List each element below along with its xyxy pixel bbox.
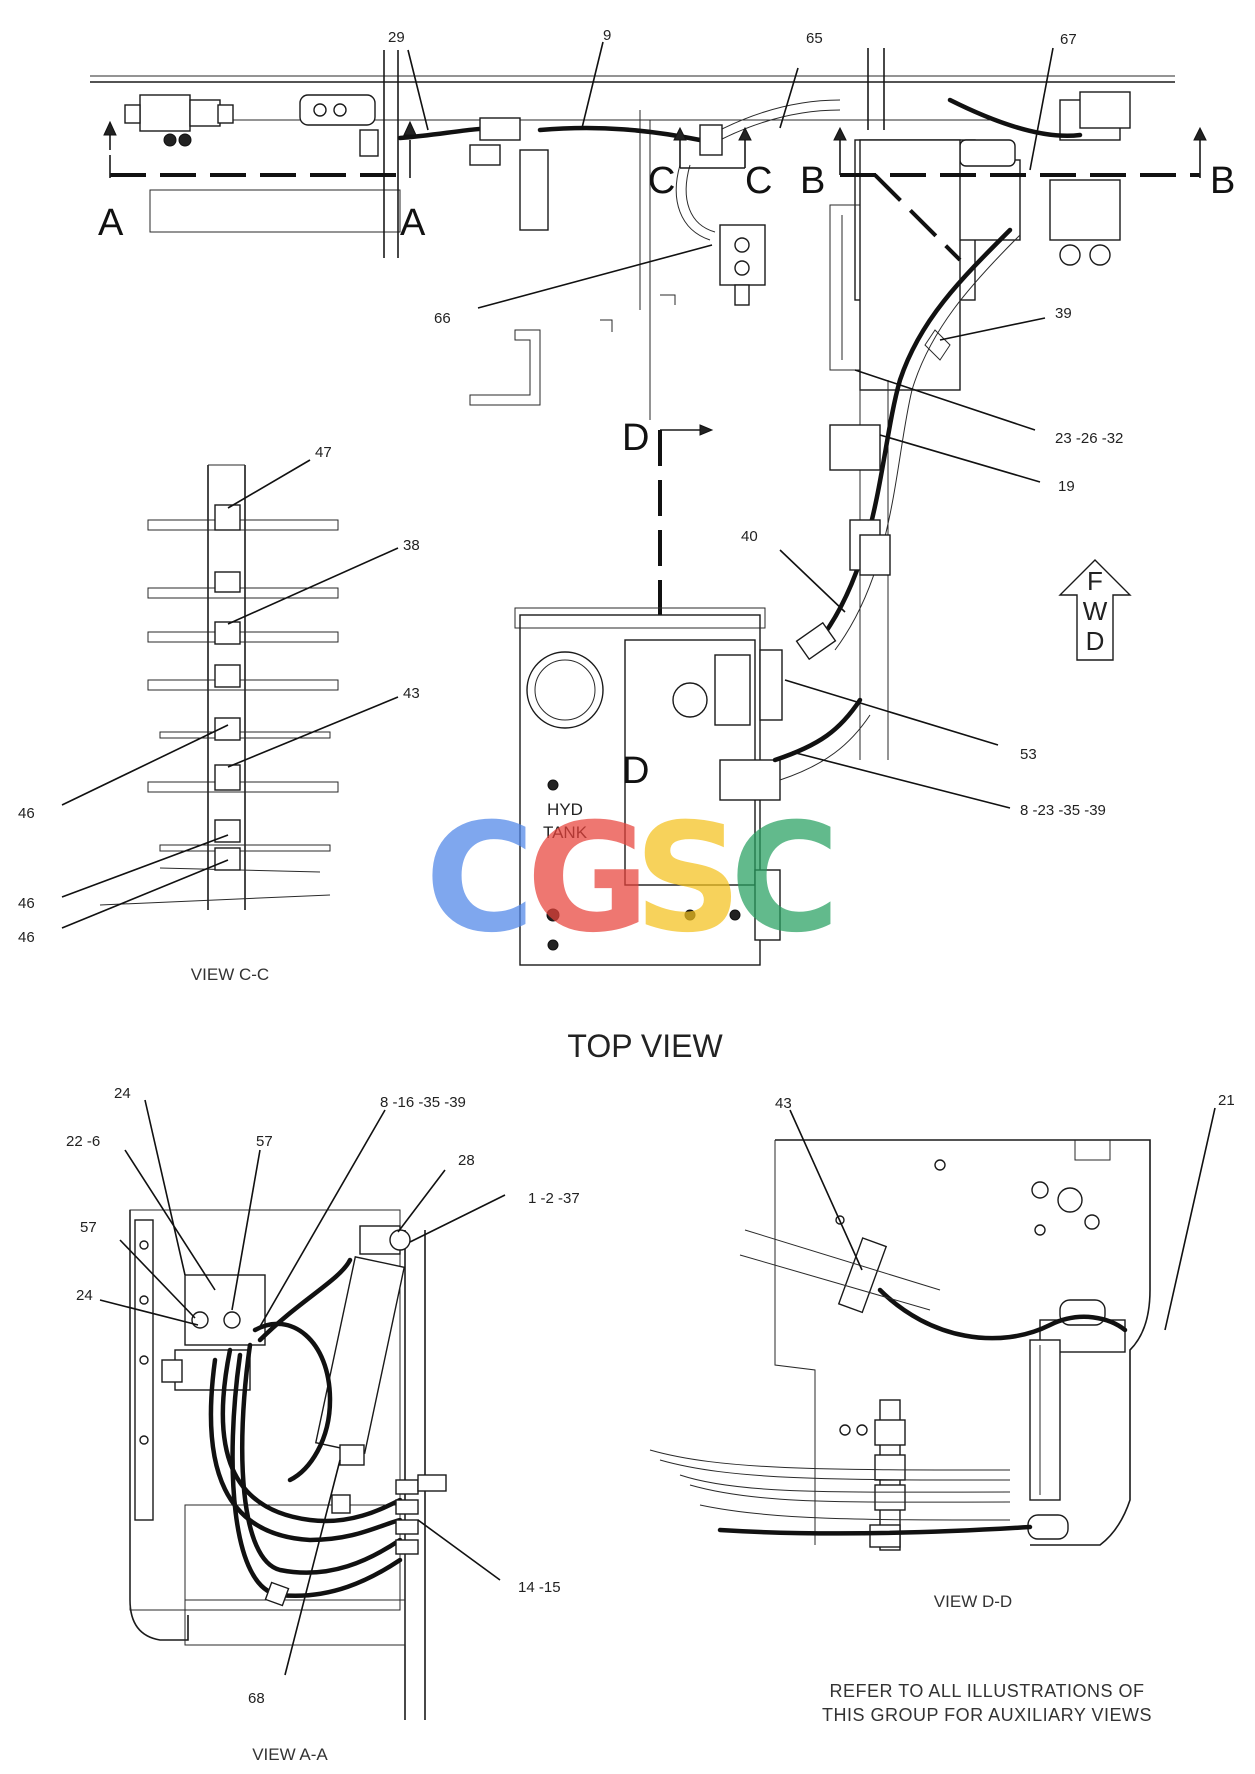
watermark-letter-s: S [634, 792, 742, 966]
callout-cc-43: 43 [403, 685, 420, 702]
note-line-1: REFER TO ALL ILLUSTRATIONS OF [830, 1681, 1145, 1701]
callout-dd-43: 43 [775, 1095, 792, 1112]
callout-aa-14-15: 14 -15 [518, 1579, 561, 1596]
view-cc-caption: VIEW C-C [191, 965, 269, 984]
callout-cc-46-a: 46 [18, 805, 35, 822]
callout-65: 65 [806, 30, 823, 47]
callout-aa-24-top: 24 [114, 1085, 131, 1102]
callout-aa-8-16-35-39: 8 -16 -35 -39 [380, 1094, 466, 1111]
callout-29: 29 [388, 29, 405, 46]
dd-leaders [789, 1107, 1216, 1331]
section-a-left: A [98, 202, 124, 244]
callout-8-23-35-39: 8 -23 -35 -39 [1020, 802, 1106, 819]
watermark-letter-c1: C [425, 792, 535, 966]
callout-aa-28: 28 [458, 1152, 475, 1169]
callout-cc-46-c: 46 [18, 929, 35, 946]
cc-rods [147, 519, 339, 873]
fwd-arrow: F W D [1058, 559, 1132, 661]
callout-aa-68: 68 [248, 1690, 265, 1707]
callout-23-26-32: 23 -26 -32 [1055, 430, 1123, 447]
hose-65 [699, 99, 841, 156]
hose-66 [675, 164, 766, 306]
cc-leaders [61, 459, 399, 929]
callout-cc-46-b: 46 [18, 895, 35, 912]
callout-cc-38: 38 [403, 537, 420, 554]
aa-leaders [99, 1099, 506, 1676]
view-cc-drawing [99, 464, 339, 910]
top-view-caption: TOP VIEW [567, 1028, 723, 1064]
note-line-2: THIS GROUP FOR AUXILIARY VIEWS [822, 1705, 1152, 1725]
callout-19: 19 [1058, 478, 1075, 495]
small-brackets [469, 294, 676, 406]
callout-66: 66 [434, 310, 451, 327]
callout-53: 53 [1020, 746, 1037, 763]
callout-40: 40 [741, 528, 758, 545]
section-a-right: A [400, 202, 426, 244]
section-lines [103, 120, 1207, 776]
cc-clamps [214, 504, 241, 871]
view-dd-hoses [649, 1229, 1128, 1536]
hyd-tank [514, 607, 783, 966]
section-d-top: D [622, 417, 649, 459]
callout-39: 39 [1055, 305, 1072, 322]
bracket-29 [299, 94, 379, 157]
hose-39 [817, 227, 1021, 651]
callout-aa-1-2-37: 1 -2 -37 [528, 1190, 580, 1207]
fwd-letter-f: F [1087, 566, 1103, 596]
callout-aa-57-left: 57 [80, 1219, 97, 1236]
view-dd-caption: VIEW D-D [934, 1592, 1012, 1611]
section-d-bottom: D [622, 750, 649, 792]
section-c-right: C [745, 160, 772, 202]
hyd-tank-label-2: TANK [543, 823, 588, 842]
hose-9 [397, 117, 703, 231]
control-assembly-right [829, 91, 1131, 760]
top-leaders [407, 41, 1054, 809]
callout-67: 67 [1060, 31, 1077, 48]
fwd-letter-w: W [1083, 596, 1108, 626]
callout-9: 9 [603, 27, 611, 44]
section-c-left: C [648, 160, 675, 202]
view-aa-hoses [208, 1257, 447, 1607]
hyd-tank-label-1: HYD [547, 800, 583, 819]
tank-hoses [772, 621, 871, 781]
callout-dd-21: 21 [1218, 1092, 1235, 1109]
callout-aa-22-6: 22 -6 [66, 1133, 100, 1150]
section-b-right: B [1210, 160, 1235, 202]
fwd-letter-d: D [1086, 626, 1105, 656]
solenoid-valve-left [124, 94, 234, 147]
watermark-letter-g: G [526, 792, 649, 966]
view-aa-caption: VIEW A-A [252, 1745, 328, 1764]
callout-aa-57-top: 57 [256, 1133, 273, 1150]
top-frame [90, 48, 1175, 420]
callout-cc-47: 47 [315, 444, 332, 461]
view-aa-drawing [129, 1209, 426, 1720]
watermark-letter-c2: C [730, 792, 840, 966]
callout-aa-24-left: 24 [76, 1287, 93, 1304]
section-b-left: B [800, 160, 825, 202]
cgsc-watermark: C G S C [425, 792, 840, 966]
